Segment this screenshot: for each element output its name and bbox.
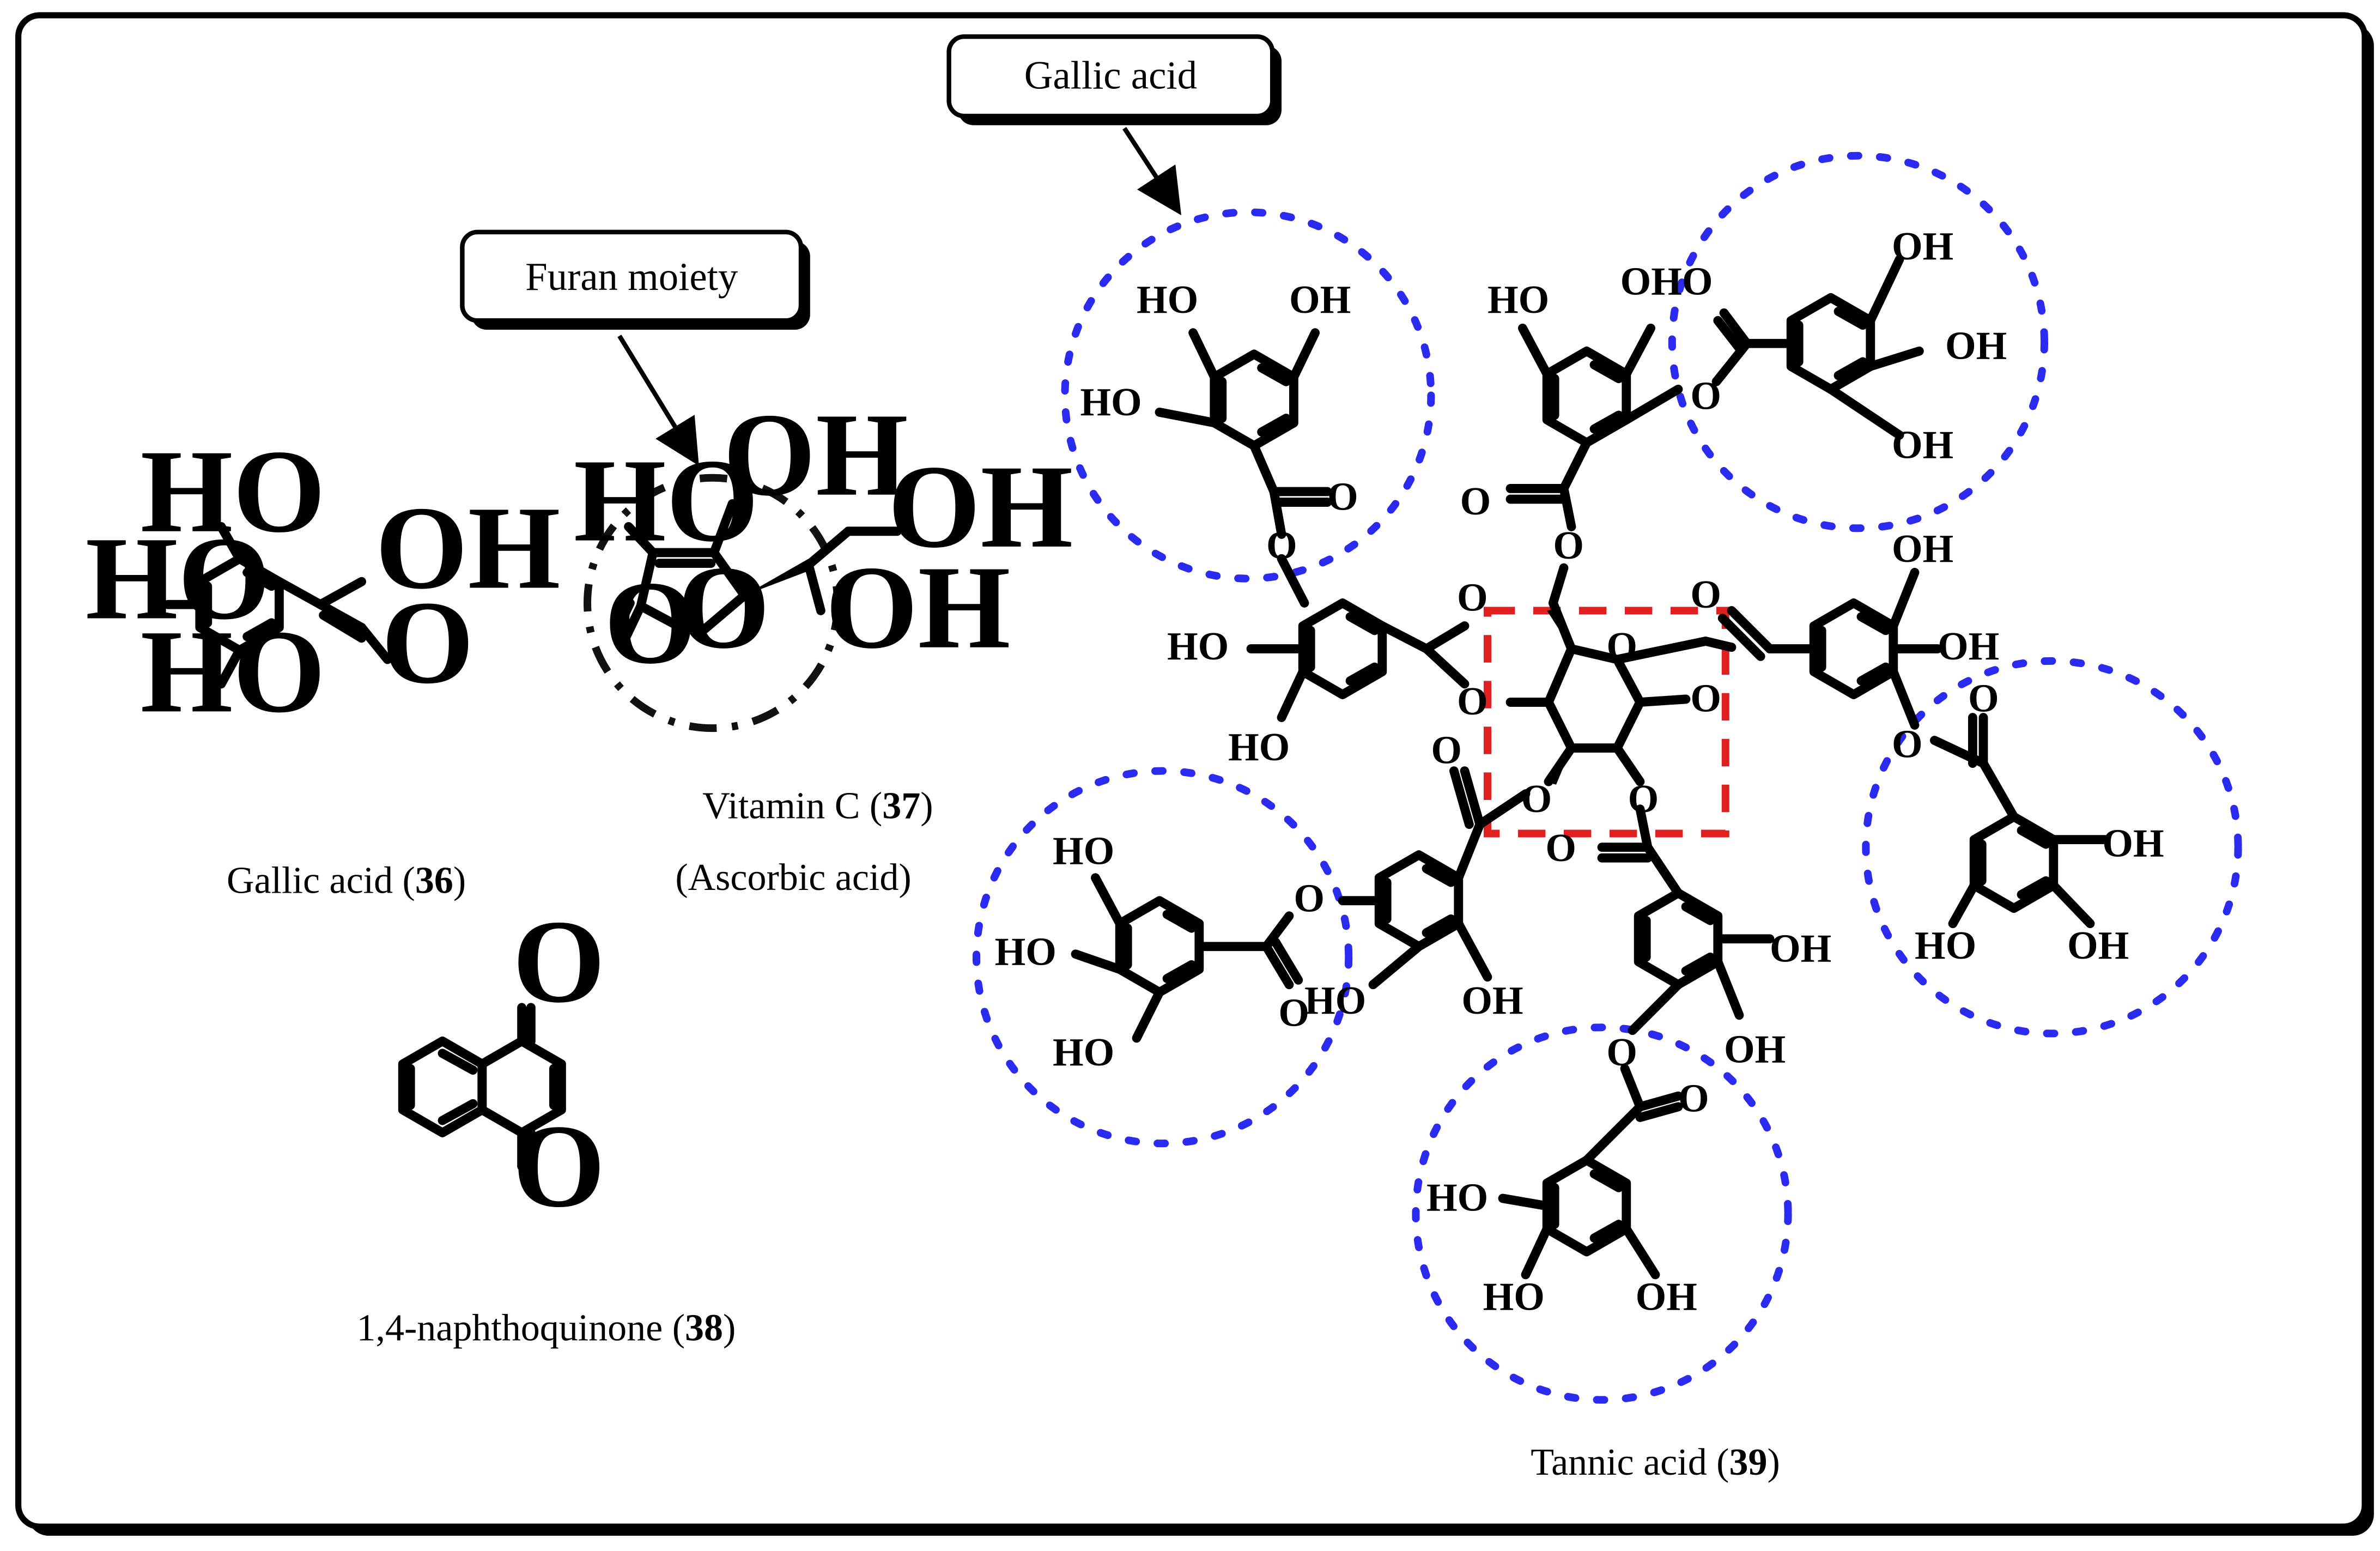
atom-oh: OH xyxy=(1892,526,1953,571)
atom-ho: HO xyxy=(1915,923,1976,967)
tannic-acid-structure: HO OH HO O O HO HO O O HO OHO O O O OH O… xyxy=(973,152,2242,1404)
atom-o: O xyxy=(677,542,770,674)
atom-o: O xyxy=(1327,475,1358,519)
gallic-acid-structure: HO HO HO OH O xyxy=(86,426,561,738)
atom-o: O xyxy=(1690,374,1721,418)
atom-oh: OH xyxy=(888,441,1073,573)
gallic-unit-highlight-top-left xyxy=(1061,208,1435,583)
callout-furan-moiety: Furan moiety xyxy=(460,229,810,466)
gallic-unit-highlight-top-right xyxy=(1668,152,2048,532)
vitamin-c-caption: Vitamin C (37) xyxy=(702,785,933,827)
naphthoquinone-structure: O O xyxy=(398,896,605,1232)
atom-oh: OH xyxy=(1461,978,1523,1022)
atom-oh: OH xyxy=(1724,1027,1786,1071)
atom-oh: OH xyxy=(1770,926,1831,971)
atom-o: O xyxy=(1457,679,1488,723)
callout-furan-moiety-label: Furan moiety xyxy=(525,255,738,299)
atom-o: O xyxy=(1266,523,1297,567)
vitamin-c-alt-caption: (Ascorbic acid) xyxy=(675,857,911,899)
atom-o: O xyxy=(381,577,474,708)
atom-ho: HO xyxy=(86,512,271,644)
atom-ho: HO xyxy=(995,929,1057,973)
atom-ho: HO xyxy=(1167,624,1229,668)
callout-furan-moiety-arrow xyxy=(617,335,699,466)
gallic-unit-highlight-left xyxy=(973,767,1353,1148)
atom-o: O xyxy=(513,1100,605,1232)
atom-ho: HO xyxy=(1137,277,1198,322)
atom-oh: OH xyxy=(825,542,1011,674)
atom-oh: OH xyxy=(1945,323,2007,367)
callout-gallic-acid-arrow xyxy=(1122,126,1181,216)
gallic-unit-highlight-right xyxy=(1862,657,2242,1038)
atom-o: O xyxy=(1553,523,1584,567)
atom-ho: HO xyxy=(1080,380,1142,424)
atom-ho: HO xyxy=(1304,978,1366,1022)
atom-oh: OH xyxy=(375,482,561,614)
atom-o: O xyxy=(1294,876,1325,920)
atom-oh: OH xyxy=(2067,923,2129,967)
atom-ho: HO xyxy=(141,605,326,737)
atom-ho: HO xyxy=(1053,828,1114,873)
atom-o: O xyxy=(1460,479,1491,523)
atom-oho: OHO xyxy=(1620,259,1713,304)
atom-oh: OH xyxy=(1938,624,1999,668)
atom-o: O xyxy=(1457,575,1488,619)
atom-o: O xyxy=(1545,826,1576,870)
gallic-unit-highlight-bottom xyxy=(1412,1023,1792,1404)
atom-o: O xyxy=(604,557,697,689)
callout-gallic-acid: Gallic acid xyxy=(946,34,1282,216)
atom-o: O xyxy=(1690,676,1721,720)
atom-oh: OH xyxy=(1289,277,1351,322)
atom-oh: OH xyxy=(723,389,908,521)
atom-o: O xyxy=(1431,728,1462,772)
atom-ho: HO xyxy=(1483,1274,1545,1318)
gallic-acid-caption: Gallic acid (36) xyxy=(227,860,466,902)
atom-oh: OH xyxy=(1892,224,1953,268)
atom-o: O xyxy=(1628,777,1659,821)
atom-o: O xyxy=(1606,624,1637,668)
atom-o: O xyxy=(1521,777,1552,821)
atom-o: O xyxy=(513,896,605,1028)
atom-oh: OH xyxy=(2102,821,2164,865)
atom-ho: HO xyxy=(1487,277,1549,322)
tannic-acid-caption: Tannic acid (39) xyxy=(1531,1441,1780,1483)
atom-oh: OH xyxy=(1892,422,1953,466)
atom-ho: HO xyxy=(1053,1030,1114,1074)
naphthoquinone-caption: 1,4-naphthoquinone (38) xyxy=(356,1307,736,1349)
glucose-core-highlight xyxy=(1483,607,1729,838)
atom-o: O xyxy=(1606,1030,1637,1074)
atom-o: O xyxy=(1892,722,1923,766)
atom-o: O xyxy=(1278,990,1309,1034)
atom-o: O xyxy=(1678,1076,1709,1120)
atom-ho: HO xyxy=(574,435,759,567)
callout-gallic-acid-label: Gallic acid xyxy=(1024,53,1197,97)
vitamin-c-structure: HO OH OH OH O O xyxy=(574,389,1073,732)
atom-o: O xyxy=(1968,676,1999,720)
atom-ho: HO xyxy=(1426,1175,1488,1219)
atom-ho: HO xyxy=(141,426,326,558)
atom-ho: HO xyxy=(1228,725,1290,769)
atom-o: O xyxy=(1690,572,1721,616)
atom-oh: OH xyxy=(1636,1274,1697,1318)
